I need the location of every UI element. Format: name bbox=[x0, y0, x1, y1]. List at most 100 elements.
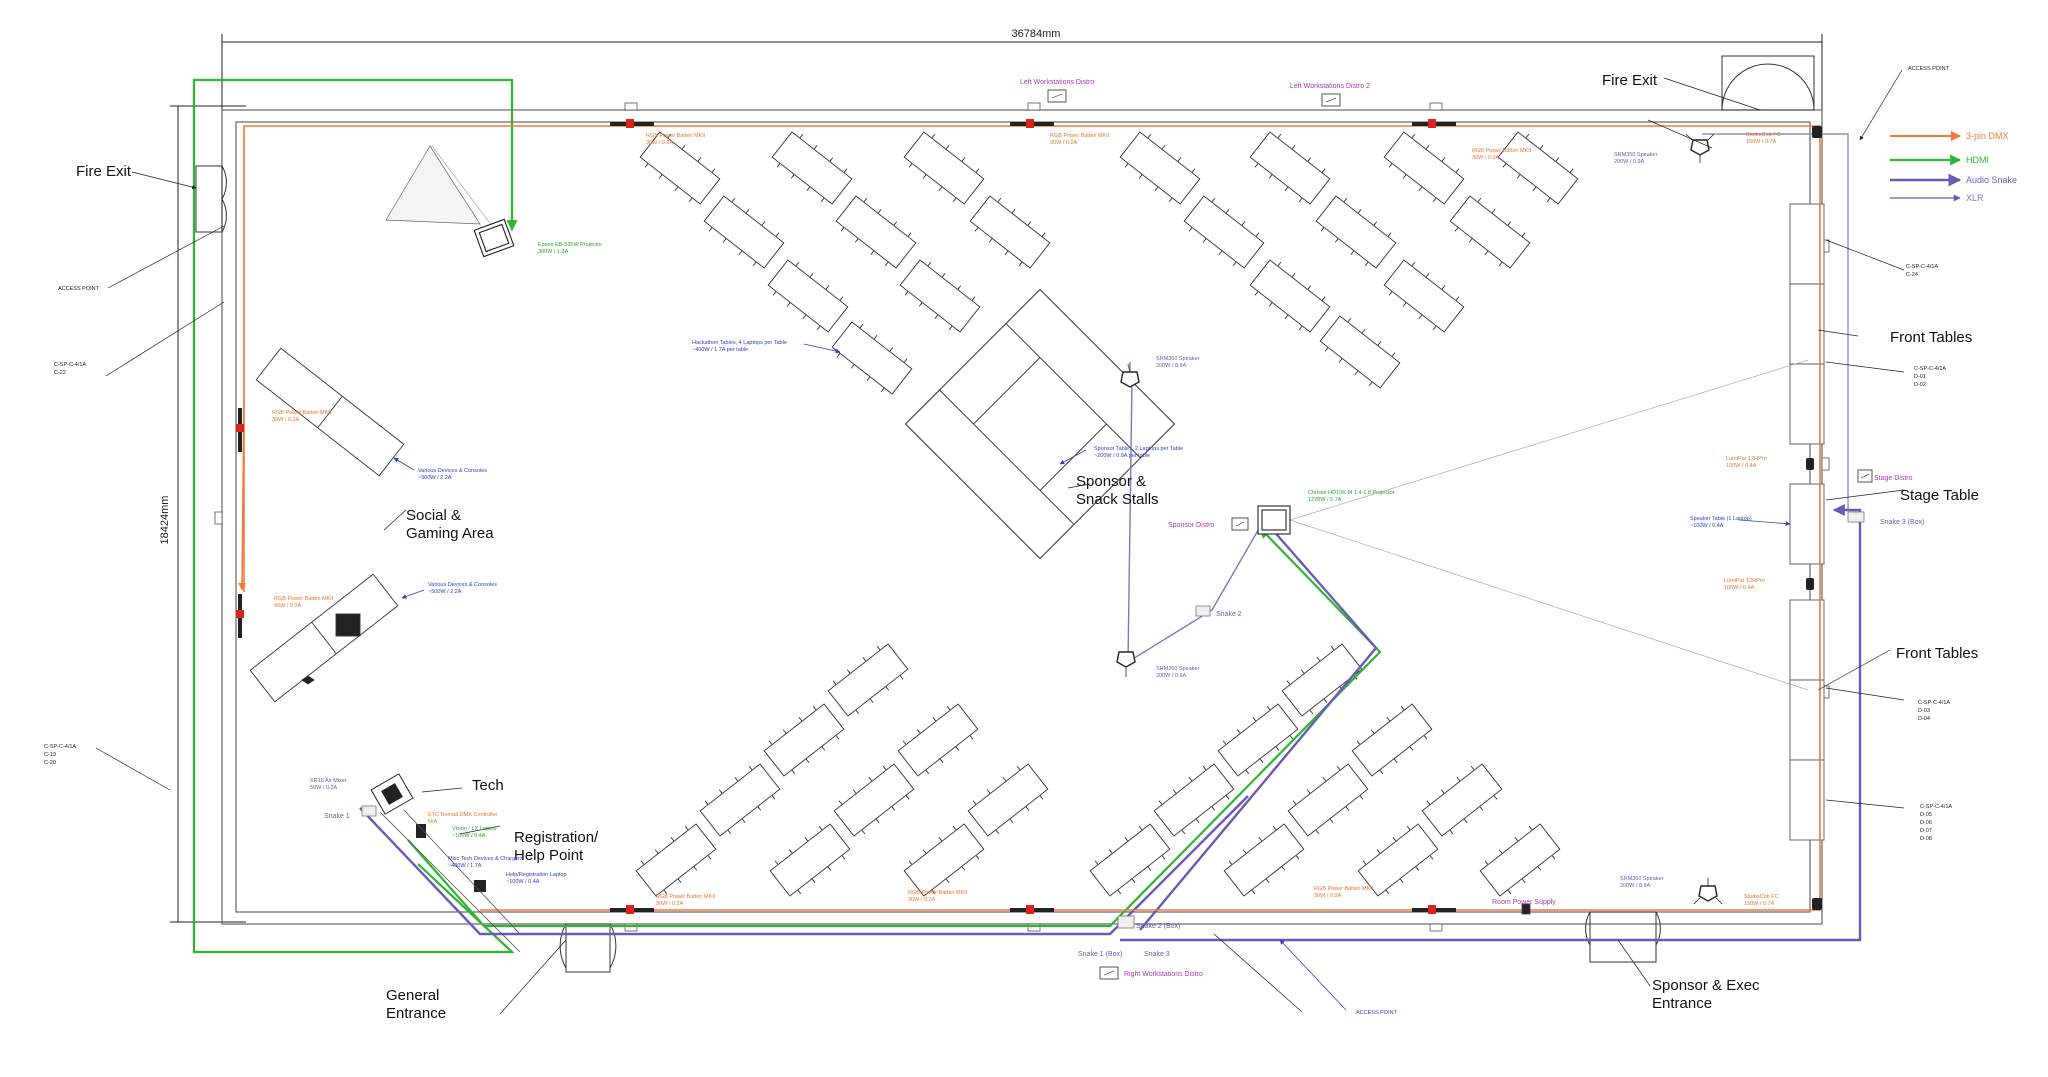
dimension-width-label: 36784mm bbox=[1012, 28, 1061, 40]
speaker-table-label-1: Speaker Table (1 Laptop) bbox=[1690, 516, 1752, 522]
lumipar-top-label-1: LumiPar 12HPro bbox=[1726, 456, 1767, 462]
circuit-d01-line2: D-01 bbox=[1914, 374, 1926, 380]
fire-exit-left-label: Fire Exit bbox=[76, 163, 132, 180]
batten-bot3-label-1: RGB Power Batten MKII bbox=[1314, 886, 1374, 892]
hackathon-tables-left bbox=[639, 131, 1579, 395]
devices2-label-2: ~500W / 2.2A bbox=[428, 589, 462, 595]
batten-left1-label-2: 30W / 0.2A bbox=[272, 417, 300, 423]
circuit-d05-line5: D-08 bbox=[1920, 836, 1932, 842]
legend-hdmi-label: HDMI bbox=[1966, 155, 1989, 165]
tech-desk bbox=[370, 773, 521, 953]
left-workstations-distro-2-label: Left Workstations Distro 2 bbox=[1290, 83, 1370, 90]
circuit-d03-line1: C-SP-C-4/1A bbox=[1918, 700, 1950, 706]
social-area-label-1: Social & bbox=[406, 507, 461, 524]
devices1-label-1: Various Devices & Consoles bbox=[418, 468, 487, 474]
audio-snake bbox=[359, 795, 1249, 936]
circuit-d01-line1: C-SP-C-4/1A bbox=[1914, 366, 1946, 372]
snake-boxes bbox=[361, 511, 1865, 929]
circuit-c19-line2: C-19 bbox=[44, 752, 56, 758]
studiocob-bot-label-1: StudioCob FC bbox=[1744, 894, 1779, 900]
misc-tech-label-2: ~400W / 1.7A bbox=[448, 863, 482, 869]
circuit-c19-line1: C-SP-C-4/1A bbox=[44, 744, 76, 750]
access-point-left-label: ACCESS POINT bbox=[58, 286, 100, 292]
room-power-supply-label: Room Power Supply bbox=[1492, 899, 1556, 906]
sponsor-tables-label-2: ~200W / 0.9A per table bbox=[1094, 453, 1150, 459]
batten-bot3-label-2: 30W / 0.2A bbox=[1314, 893, 1342, 899]
circuit-d05-line2: D-05 bbox=[1920, 812, 1932, 818]
projector-center-label-1: Christie HD10K-M 1.4-1.8 Projector bbox=[1308, 490, 1395, 496]
speaker-center-bot-label-2: 200W / 0.9A bbox=[1156, 673, 1187, 679]
snake-1-box-label: Snake 1 (Box) bbox=[1078, 951, 1122, 958]
registration-label-1: Registration/ bbox=[514, 829, 599, 846]
circuit-d05-line4: D-07 bbox=[1920, 828, 1932, 834]
hack-tables-label-1: Hackathon Tables, 4 Laptops per Table bbox=[692, 340, 787, 346]
front-tables bbox=[1789, 203, 1825, 841]
leader-lines bbox=[95, 69, 1905, 1015]
speaker-top-right-label-1: SRM350 Speaker bbox=[1614, 152, 1658, 158]
batten-top1-label-2: 30W / 0.2A bbox=[646, 140, 674, 146]
snake-3-label: Snake 3 bbox=[1144, 951, 1170, 958]
batten-left2-label-1: RGB Power Batten MKII bbox=[274, 596, 334, 602]
vision-laptop-label-2: ~100W / 0.4A bbox=[452, 833, 486, 839]
xlr-right bbox=[1702, 133, 1849, 512]
circuit-d01-line3: D-02 bbox=[1914, 382, 1926, 388]
light-battens bbox=[236, 119, 1456, 914]
circuit-c24-line2: C-24 bbox=[1906, 272, 1918, 278]
fire-exit-right-label: Fire Exit bbox=[1602, 72, 1658, 89]
legend-audio-snake-label: Audio Snake bbox=[1966, 175, 2017, 185]
lumipar-bot-label-2: 100W / 0.4A bbox=[1724, 585, 1755, 591]
dimension-lines bbox=[170, 34, 1823, 923]
help-laptop-label-2: ~100W / 0.4A bbox=[506, 879, 540, 885]
general-entrance-label-1: General bbox=[386, 987, 439, 1004]
speakers bbox=[1116, 133, 1723, 905]
snake-3-box-label: Snake 3 (Box) bbox=[1880, 519, 1924, 526]
hdmi-cable-center bbox=[407, 527, 1382, 928]
batten-left1-label-1: RGB Power Batten MKII bbox=[272, 410, 332, 416]
batten-bot2-label-1: RGB Power Batten MKII bbox=[908, 890, 968, 896]
batten-top2-label-2: 30W / 0.2A bbox=[1050, 140, 1078, 146]
projectors bbox=[473, 218, 1291, 535]
snake-2-box-label: Snake 2 (Box) bbox=[1136, 923, 1180, 930]
projector-beams bbox=[385, 145, 1809, 691]
circuit-d05-line1: C-SP-C-4/1A bbox=[1920, 804, 1952, 810]
dimension-height-label: 18424mm bbox=[159, 496, 171, 545]
lumipar-bot-label-1: LumiPar 12HPro bbox=[1724, 578, 1765, 584]
batten-top3-label-1: RGB Power Batten MKII bbox=[1472, 148, 1532, 154]
stage-lights bbox=[1806, 126, 1822, 910]
front-tables-bottom-label: Front Tables bbox=[1896, 645, 1978, 662]
speaker-bot-right-label-2: 200W / 0.9A bbox=[1620, 883, 1651, 889]
left-workstations-distro-label: Left Workstations Distro bbox=[1020, 79, 1094, 86]
equipment-arrows bbox=[393, 343, 1791, 1011]
speaker-table-label-2: ~100W / 0.4A bbox=[1690, 523, 1724, 529]
lumipar-top-label-2: 100W / 0.4A bbox=[1726, 463, 1757, 469]
wall-columns bbox=[214, 102, 1830, 932]
social-area-label-2: Gaming Area bbox=[406, 525, 494, 542]
audio-snake-right bbox=[1120, 504, 1862, 942]
studiocob-bot-label-2: 150W / 0.7A bbox=[1744, 901, 1775, 907]
doors bbox=[195, 55, 1815, 973]
access-point-top-right-label: ACCESS POINT bbox=[1908, 66, 1950, 72]
batten-top1-label-1: RGB Power Batten MKII bbox=[646, 133, 706, 139]
stage-distro-label: Stage Distro bbox=[1874, 475, 1913, 482]
circuit-d05-line3: D-06 bbox=[1920, 820, 1932, 826]
circuit-c22-line2: C-22 bbox=[54, 370, 66, 376]
equipment-labels: RGB Power Batten MKII 30W / 0.2A RGB Pow… bbox=[272, 132, 1781, 907]
speaker-bot-right-label-1: SRM350 Speaker bbox=[1620, 876, 1664, 882]
circuit-c22-line1: C-SP-C-4/1A bbox=[54, 362, 86, 368]
stage-table-label: Stage Table bbox=[1900, 487, 1979, 504]
front-tables-top-label: Front Tables bbox=[1890, 329, 1972, 346]
snake-1-label: Snake 1 bbox=[324, 813, 350, 820]
snake-2-label: Snake 2 bbox=[1216, 611, 1242, 618]
speaker-top-right-label-2: 200W / 0.9A bbox=[1614, 159, 1645, 165]
batten-top3-label-2: 30W / 0.2A bbox=[1472, 155, 1500, 161]
projector-left-label-1: Epson EB-535W Projector bbox=[538, 242, 602, 248]
sponsor-stalls-label-1: Sponsor & bbox=[1076, 473, 1146, 490]
sponsor-distro-label: Sponsor Distro bbox=[1168, 522, 1214, 529]
batten-bot2-label-2: 30W / 0.2A bbox=[908, 897, 936, 903]
studiocob-top-label-1: StudioCob FC bbox=[1746, 132, 1781, 138]
registration-label-2: Help Point bbox=[514, 847, 584, 864]
audio-snake-center bbox=[1139, 519, 1378, 931]
distro-boxes bbox=[1047, 89, 1873, 980]
help-laptop-label-1: Help/Registration Laptop bbox=[506, 872, 567, 878]
sponsor-tables-label-1: Sponsor Tables, 2 Laptops per Table bbox=[1094, 446, 1183, 452]
